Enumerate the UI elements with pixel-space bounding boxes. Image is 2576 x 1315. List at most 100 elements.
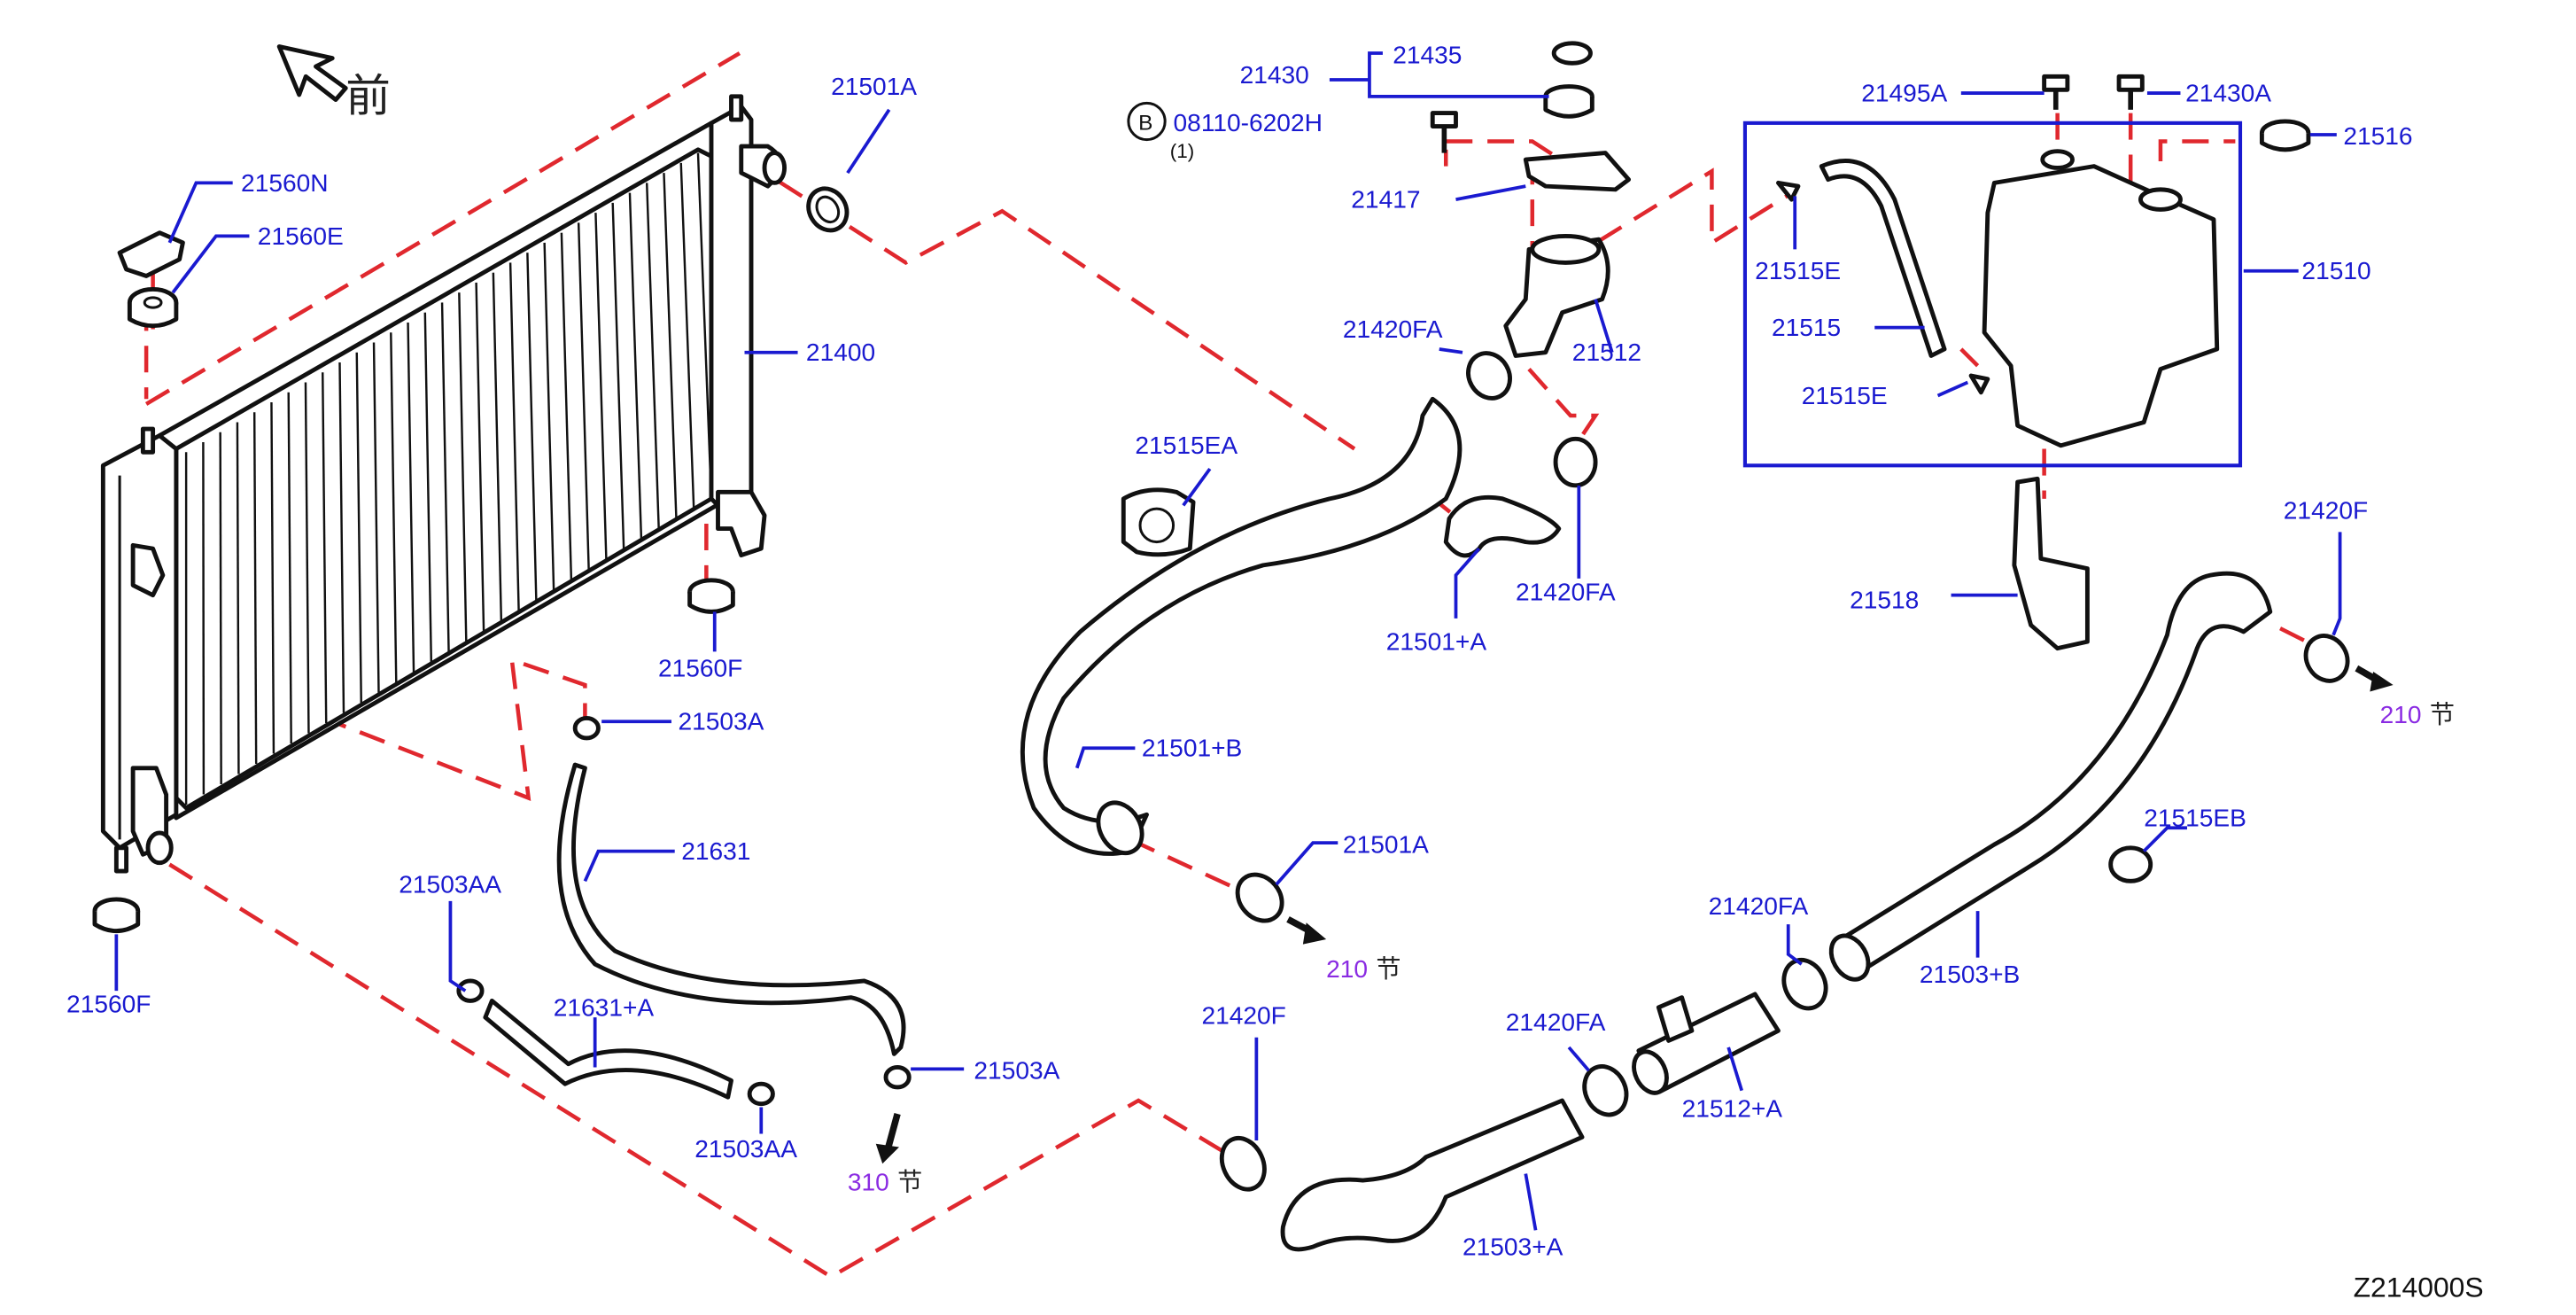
label-21560F-upper: 21560F (658, 655, 742, 682)
reservoir-box (1742, 121, 2243, 468)
label-qty-1: (1) (1170, 140, 1195, 162)
radiator-fin (355, 352, 362, 703)
clamp-21501A-bottom[interactable] (1229, 866, 1292, 930)
label-21420FA-mid: 21420FA (1516, 578, 1616, 605)
arrow-210-a (1286, 916, 1327, 945)
clamp-21420F-bottom[interactable] (1214, 1132, 1272, 1196)
radiator-fin (594, 213, 608, 560)
reservoir-21510[interactable] (1982, 149, 2220, 448)
radiator-fin (270, 402, 275, 754)
radiator-fin (663, 173, 678, 519)
section-ref-210-b-suffix: 节 (2430, 700, 2455, 729)
radiator-fin (322, 372, 328, 723)
circled-b-icon (1127, 101, 1167, 142)
clamp-21420F-right[interactable] (2298, 628, 2355, 689)
section-ref-210-b: 210 (2380, 701, 2422, 728)
hose-21501-a[interactable] (1443, 494, 1562, 558)
label-21503AA-right: 21503AA (694, 1135, 797, 1163)
mount-bushing-21560E[interactable] (127, 287, 179, 329)
clamp-21420FA-upper[interactable] (1460, 346, 1517, 406)
section-ref-310: 310 (848, 1168, 889, 1195)
label-08110-6202H: 08110-6202H (1174, 109, 1323, 136)
clamp-21501A-top[interactable] (801, 182, 854, 237)
label-21430: 21430 (1240, 61, 1309, 89)
hose-21515[interactable] (1819, 159, 1947, 358)
radiator-fins (184, 152, 713, 805)
label-21420FA-upper: 21420FA (1343, 315, 1443, 343)
radiator-fin (407, 322, 415, 673)
front-arrow-icon (276, 44, 348, 103)
label-21400: 21400 (806, 338, 875, 366)
clamp-21420FA-bottom[interactable] (1577, 1060, 1634, 1122)
label-21515E-lower: 21515E (1802, 382, 1888, 409)
label-21503-a: 21503+A (1463, 1233, 1563, 1260)
arrow-210-b (2355, 665, 2394, 692)
hose-21503-a[interactable] (1280, 1098, 1585, 1252)
radiator-fin (526, 253, 538, 601)
label-21420F-right: 21420F (2284, 496, 2368, 524)
radiator-fin (508, 262, 520, 611)
label-21518: 21518 (1850, 587, 1919, 614)
pipe-21512-a[interactable] (1627, 992, 1781, 1098)
radiator-fin (645, 183, 660, 530)
circled-letter: B (1138, 111, 1152, 135)
clamp-small[interactable] (456, 716, 912, 1107)
radiator-fin (560, 232, 573, 580)
filler-neck-21512[interactable] (1503, 233, 1610, 358)
diagram-code: Z214000S (2354, 1271, 2484, 1303)
label-21503AA-left: 21503AA (399, 870, 501, 898)
clamp-21420FA-lower[interactable] (1776, 953, 1834, 1015)
hose-21631-a[interactable] (483, 998, 733, 1100)
radiator-fin (390, 332, 398, 682)
mount-21560F-upper[interactable] (687, 578, 735, 614)
label-21510: 21510 (2301, 257, 2370, 284)
label-21516: 21516 (2343, 122, 2412, 150)
clamp-21420FA-mid[interactable] (1553, 436, 1598, 488)
label-21503A-lower: 21503A (974, 1057, 1059, 1085)
label-21631-a: 21631+A (554, 993, 655, 1021)
radiator-fin (696, 152, 713, 499)
radiator-fin (458, 292, 468, 642)
front-label: 前 (345, 70, 391, 122)
label-21515EB: 21515EB (2144, 804, 2246, 831)
label-21515: 21515 (1772, 314, 1841, 341)
bracket-21560N[interactable] (117, 230, 185, 278)
radiator-fin (543, 242, 555, 591)
arrow-310 (875, 1113, 901, 1164)
hose-21501-b[interactable] (1020, 396, 1463, 860)
label-21501-a: 21501+A (1386, 628, 1487, 656)
label-21420FA-lower: 21420FA (1709, 892, 1809, 920)
section-ref-210-a-suffix: 节 (1376, 954, 1401, 984)
label-21501-b: 21501+B (1142, 735, 1242, 762)
label-21420F-bottom: 21420F (1201, 1002, 1285, 1030)
cap-21430[interactable] (1543, 84, 1594, 119)
radiator-fin (679, 162, 695, 510)
cap-21516[interactable] (2259, 119, 2311, 152)
radiator-fin (252, 412, 258, 765)
radiator-fin (338, 362, 345, 713)
label-21631: 21631 (681, 837, 750, 865)
radiator-fin (440, 302, 450, 652)
label-21515E-upper: 21515E (1755, 257, 1841, 284)
mount-21560F-lower[interactable] (92, 897, 141, 934)
clamp-21515EA[interactable] (1121, 487, 1196, 557)
label-21430A: 21430A (2185, 79, 2271, 106)
assembly-dashed-lines (144, 51, 2315, 1280)
radiator-fin (611, 202, 625, 550)
bracket-21417[interactable] (1523, 151, 1632, 192)
label-21501A-top: 21501A (831, 73, 917, 100)
label-21420FA-bottom: 21420FA (1506, 1008, 1606, 1036)
radiator-21400[interactable] (100, 94, 787, 874)
part-labels: 21501A 21560N 21560E 21400 21560F 21560F… (66, 41, 2412, 1260)
bracket-21518[interactable] (2012, 476, 2090, 651)
radiator-fin (475, 282, 485, 632)
clips-21515E[interactable] (1776, 180, 1990, 395)
label-21503A-upper: 21503A (678, 708, 764, 735)
bolt-08110[interactable] (1430, 111, 1458, 153)
hose-21503-b[interactable] (1824, 571, 2273, 986)
bolts-21495A-21430A[interactable] (2042, 74, 2145, 110)
clamp-21515EB[interactable] (2108, 845, 2153, 883)
seal-21435[interactable] (1551, 41, 1593, 66)
hose-21631[interactable] (556, 762, 906, 1056)
